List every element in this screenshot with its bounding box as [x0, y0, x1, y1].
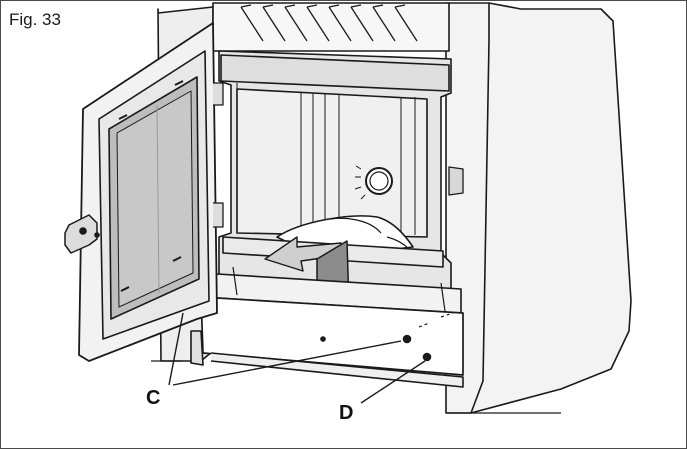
firebox-back-panels — [300, 93, 416, 235]
firebox-back-wall — [236, 88, 428, 238]
stove-side-panel-edge — [470, 3, 490, 414]
ash-tray-bottom — [210, 352, 464, 388]
callout-c: C — [146, 387, 160, 409]
heat-exchanger-fins — [240, 4, 418, 42]
callout-d: D — [339, 402, 353, 424]
screw-icon — [422, 352, 432, 362]
leader-line-d — [360, 360, 426, 404]
deflector-plate — [220, 54, 450, 92]
base-plinth — [190, 330, 204, 366]
screw-icon — [402, 334, 412, 344]
stove-side-panel — [445, 2, 632, 414]
screw-icon — [320, 336, 326, 342]
ash-tray — [200, 296, 464, 376]
leader-line-c-left — [168, 312, 184, 386]
leader-line-c-right — [172, 340, 402, 386]
figure-label: Fig. 33 — [9, 10, 61, 29]
